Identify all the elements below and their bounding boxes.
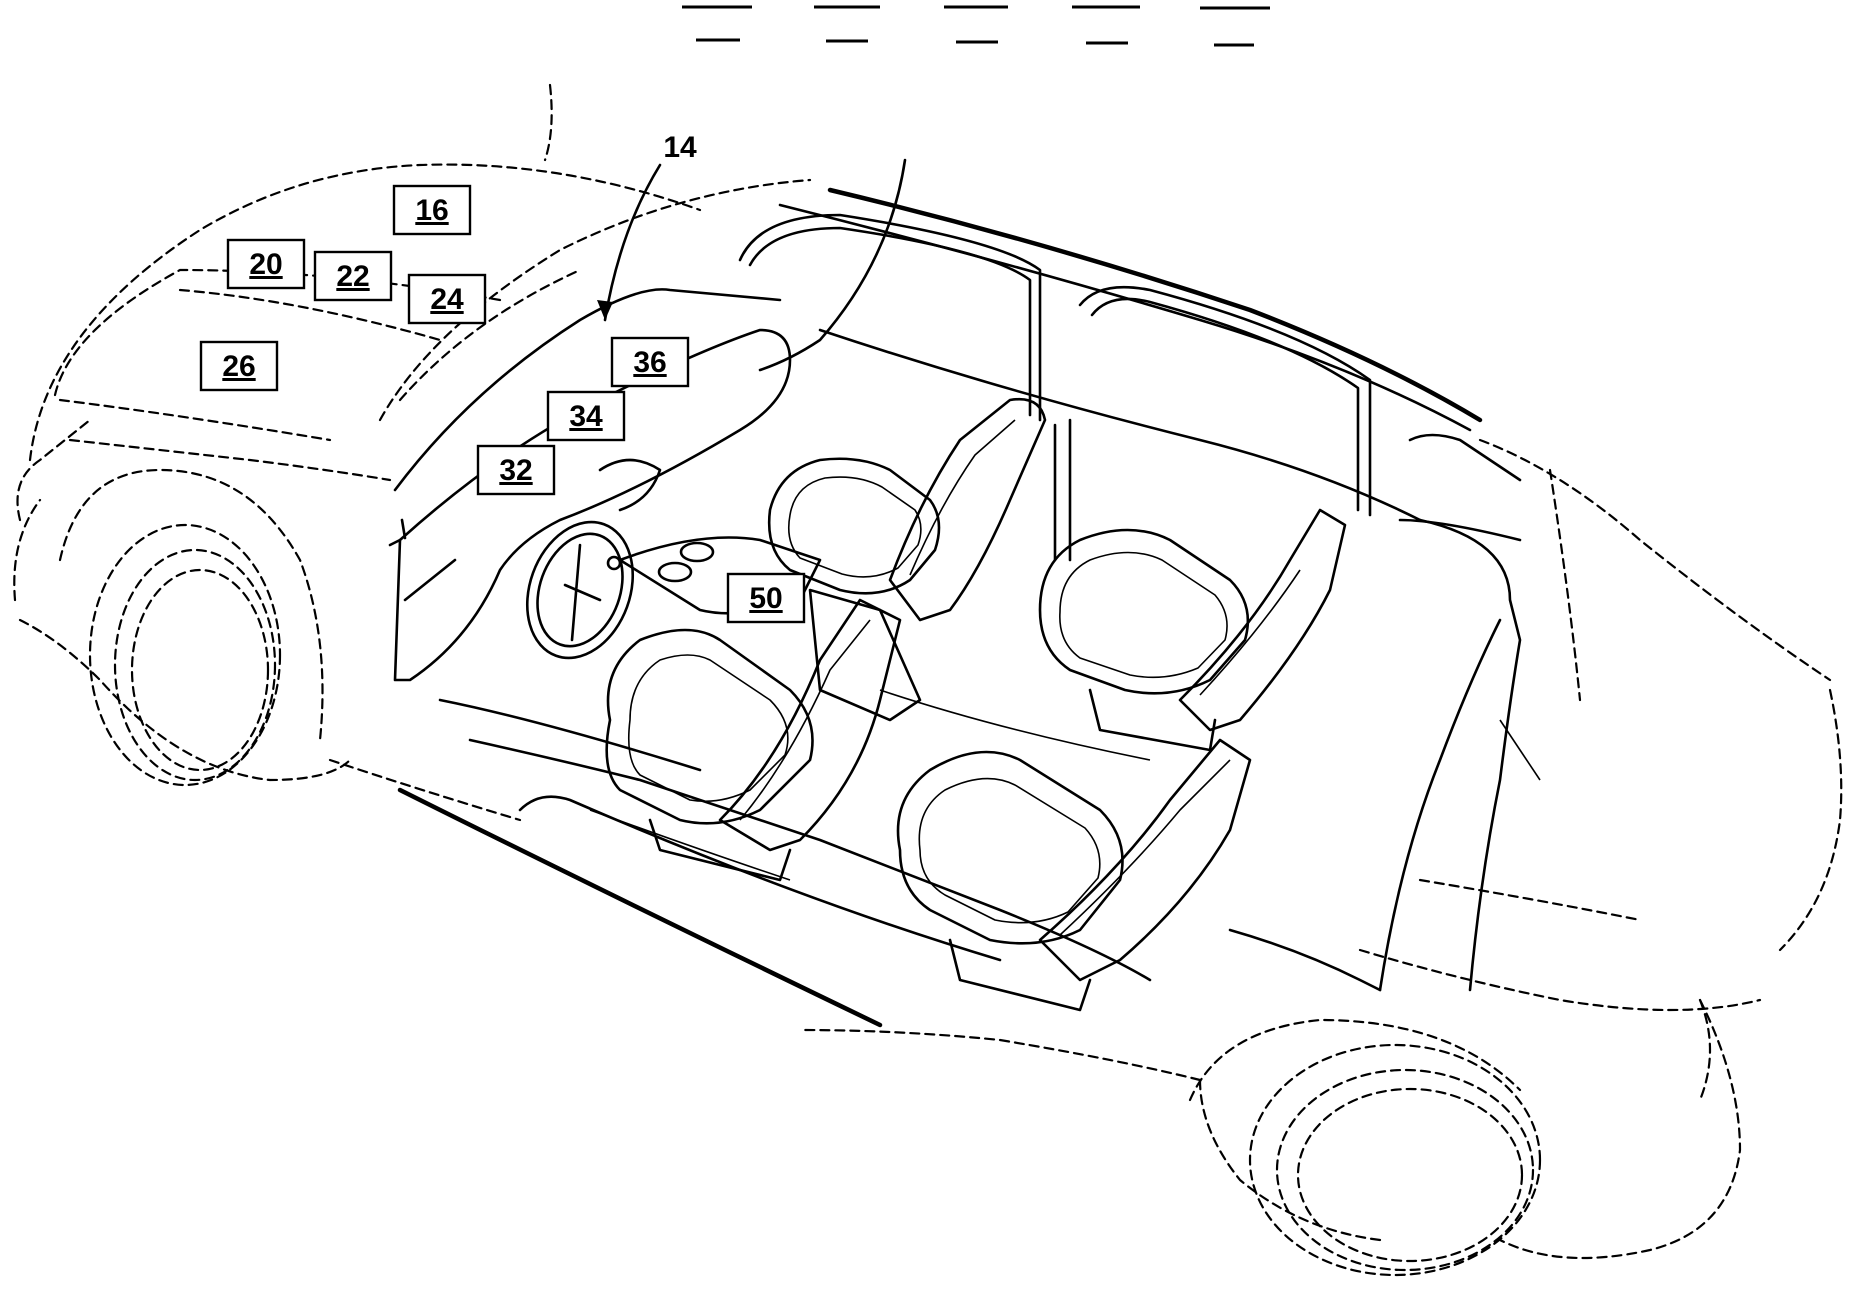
ref-label-16: 16 xyxy=(415,194,448,227)
ref-box-22: 22 xyxy=(313,250,393,302)
rear-left-seat xyxy=(896,738,1252,1012)
ref-label-50: 50 xyxy=(749,582,782,615)
ref-box-26: 26 xyxy=(199,340,279,392)
vehicle-body-outline xyxy=(13,83,1843,1260)
ref-box-32: 32 xyxy=(476,444,556,496)
label-14: 14 xyxy=(663,131,697,164)
ref-box-36: 36 xyxy=(610,336,690,388)
steering-wheel xyxy=(525,520,635,660)
lead-line-14 xyxy=(597,158,907,372)
ref-box-20: 20 xyxy=(226,238,306,290)
ref-label-20: 20 xyxy=(249,248,282,281)
cabin-structure xyxy=(388,187,1522,1028)
ref-box-16: 16 xyxy=(392,184,472,236)
ref-box-50: 50 xyxy=(726,572,806,624)
front-wheel xyxy=(58,468,324,787)
ref-box-34: 34 xyxy=(546,390,626,442)
ref-label-34: 34 xyxy=(569,400,603,433)
rear-wheel xyxy=(1188,1018,1542,1277)
ref-label-36: 36 xyxy=(633,346,666,379)
rear-right-seat xyxy=(1038,508,1347,752)
ref-label-22: 22 xyxy=(336,260,369,293)
ref-label-26: 26 xyxy=(222,350,255,383)
ref-label-24: 24 xyxy=(430,283,464,316)
header-marks xyxy=(682,5,1270,47)
front-right-seat xyxy=(767,397,1047,622)
front-left-seat xyxy=(605,598,902,882)
ref-box-24: 24 xyxy=(407,273,487,325)
floor xyxy=(468,618,1541,992)
center-console xyxy=(618,536,922,722)
ref-label-32: 32 xyxy=(499,454,532,487)
